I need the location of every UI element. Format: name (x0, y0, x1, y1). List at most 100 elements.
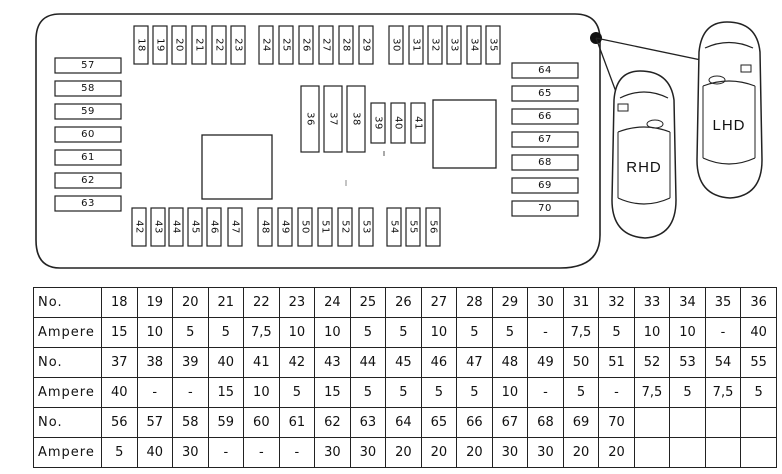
table-cell: 20 (420, 437, 458, 468)
fuse-label: 60 (81, 129, 95, 140)
fuse-41: 41 (410, 102, 426, 144)
table-cell (704, 437, 742, 468)
fuse-59: 59 (54, 103, 122, 120)
rhd-car-icon: RHD (611, 70, 677, 239)
fuse-label: 66 (538, 111, 552, 122)
fuse-65: 65 (511, 85, 579, 102)
relay-right (432, 99, 497, 169)
table-cell: - (704, 317, 742, 348)
fuse-label: 59 (81, 106, 95, 117)
table-cell: 21 (207, 287, 245, 318)
fuse-label: 54 (389, 220, 400, 234)
table-cell: 5 (207, 317, 245, 348)
table-cell: 50 (562, 347, 600, 378)
table-cell: 37 (101, 347, 138, 378)
fuse-label: 47 (230, 220, 241, 234)
fuse-label: 42 (134, 220, 145, 234)
fuse-label: 41 (413, 116, 424, 130)
fuse-20: 20 (171, 25, 187, 65)
table-cell: 24 (314, 287, 351, 318)
table-cell: 30 (491, 437, 529, 468)
fuse-label: 32 (430, 38, 441, 52)
fuse-23: 23 (230, 25, 246, 65)
table-cell: 15 (101, 317, 138, 348)
table-cell: 5 (172, 317, 209, 348)
fuse-44: 44 (168, 207, 184, 247)
fuse-53: 53 (358, 207, 374, 247)
fuse-label: 45 (190, 220, 201, 234)
table-cell: 5 (101, 437, 138, 468)
fuse-label: 30 (391, 38, 402, 52)
table-cell: 68 (527, 407, 564, 438)
fuse-label: 52 (340, 220, 351, 234)
fuse-label: 39 (373, 116, 384, 130)
table-cell: 5 (385, 317, 422, 348)
fuse-30: 30 (388, 25, 404, 65)
fuse-25: 25 (278, 25, 294, 65)
fuse-47: 47 (227, 207, 243, 247)
table-cell: 20 (562, 437, 600, 468)
fuse-label: 56 (428, 220, 439, 234)
table-cell: 49 (527, 347, 564, 378)
fuse-label: 53 (361, 220, 372, 234)
fuse-34: 34 (466, 25, 482, 65)
table-cell: 20 (598, 437, 635, 468)
table-cell: 30 (527, 437, 564, 468)
fuse-19: 19 (152, 25, 168, 65)
row-header: Ampere (33, 437, 102, 468)
fuse-51: 51 (317, 207, 333, 247)
fuse-27: 27 (318, 25, 334, 65)
table-cell: 15 (207, 377, 245, 408)
fuse-box-outline (35, 13, 601, 269)
table-cell: 25 (349, 287, 387, 318)
table-cell (740, 407, 777, 438)
table-cell: 28 (456, 287, 493, 318)
table-cell: 64 (385, 407, 422, 438)
fuse-22: 22 (211, 25, 227, 65)
table-cell: 7,5 (704, 377, 742, 408)
fuse-35: 35 (485, 25, 501, 65)
table-cell: 34 (669, 287, 706, 318)
lhd-label: LHD (712, 117, 745, 134)
table-cell: 10 (420, 317, 458, 348)
table-cell: 35 (704, 287, 742, 318)
fuse-37: 37 (323, 85, 343, 153)
fuse-label: 57 (81, 60, 95, 71)
row-header: No. (33, 407, 102, 438)
fuse-label: 65 (538, 88, 552, 99)
fuse-label: 63 (81, 198, 95, 209)
fuse-26: 26 (298, 25, 314, 65)
table-cell: 65 (420, 407, 458, 438)
fuse-label: 22 (214, 38, 225, 52)
table-cell: 5 (598, 317, 635, 348)
fuse-68: 68 (511, 154, 579, 171)
fuse-70: 70 (511, 200, 579, 217)
table-cell: - (243, 437, 280, 468)
table-cell: 30 (172, 437, 209, 468)
table-cell: 10 (669, 317, 706, 348)
table-cell: 7,5 (243, 317, 280, 348)
table-cell: 23 (278, 287, 316, 318)
table-cell: 15 (314, 377, 351, 408)
table-cell: 36 (740, 287, 777, 318)
fuse-32: 32 (427, 25, 443, 65)
table-cell: 40 (207, 347, 245, 378)
table-cell: 63 (349, 407, 387, 438)
fuse-label: 49 (280, 220, 291, 234)
fuse-33: 33 (446, 25, 462, 65)
table-cell: 53 (669, 347, 706, 378)
fuse-40: 40 (390, 102, 406, 144)
table-cell: 32 (598, 287, 635, 318)
fuse-46: 46 (206, 207, 222, 247)
table-cell: 5 (349, 377, 387, 408)
table-cell: 5 (278, 377, 316, 408)
fuse-48: 48 (257, 207, 273, 247)
fuse-label: 51 (320, 220, 331, 234)
table-cell: - (527, 317, 564, 348)
fuse-64: 64 (511, 62, 579, 79)
fuse-42: 42 (131, 207, 147, 247)
table-cell: 39 (172, 347, 209, 378)
table-cell (633, 437, 671, 468)
